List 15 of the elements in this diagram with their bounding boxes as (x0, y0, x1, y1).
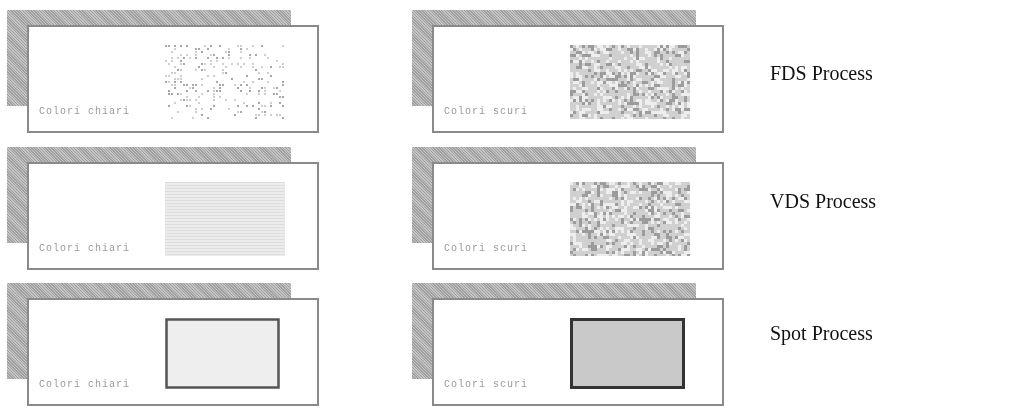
panel-card (432, 25, 724, 133)
row-label: Spot Process (770, 322, 873, 345)
panel-caption: Colori scuri (444, 379, 528, 390)
row-label: VDS Process (770, 190, 877, 213)
panel-card (432, 162, 724, 270)
panel-card (27, 25, 319, 133)
panel-caption: Colori chiari (39, 379, 130, 390)
panel-card (27, 162, 319, 270)
panel-caption: Colori scuri (444, 106, 528, 117)
row-label: FDS Process (770, 62, 873, 85)
panel-caption: Colori scuri (444, 243, 528, 254)
panel-card (432, 298, 724, 406)
panel-card (27, 298, 319, 406)
panel-caption: Colori chiari (39, 106, 130, 117)
panel-caption: Colori chiari (39, 243, 130, 254)
